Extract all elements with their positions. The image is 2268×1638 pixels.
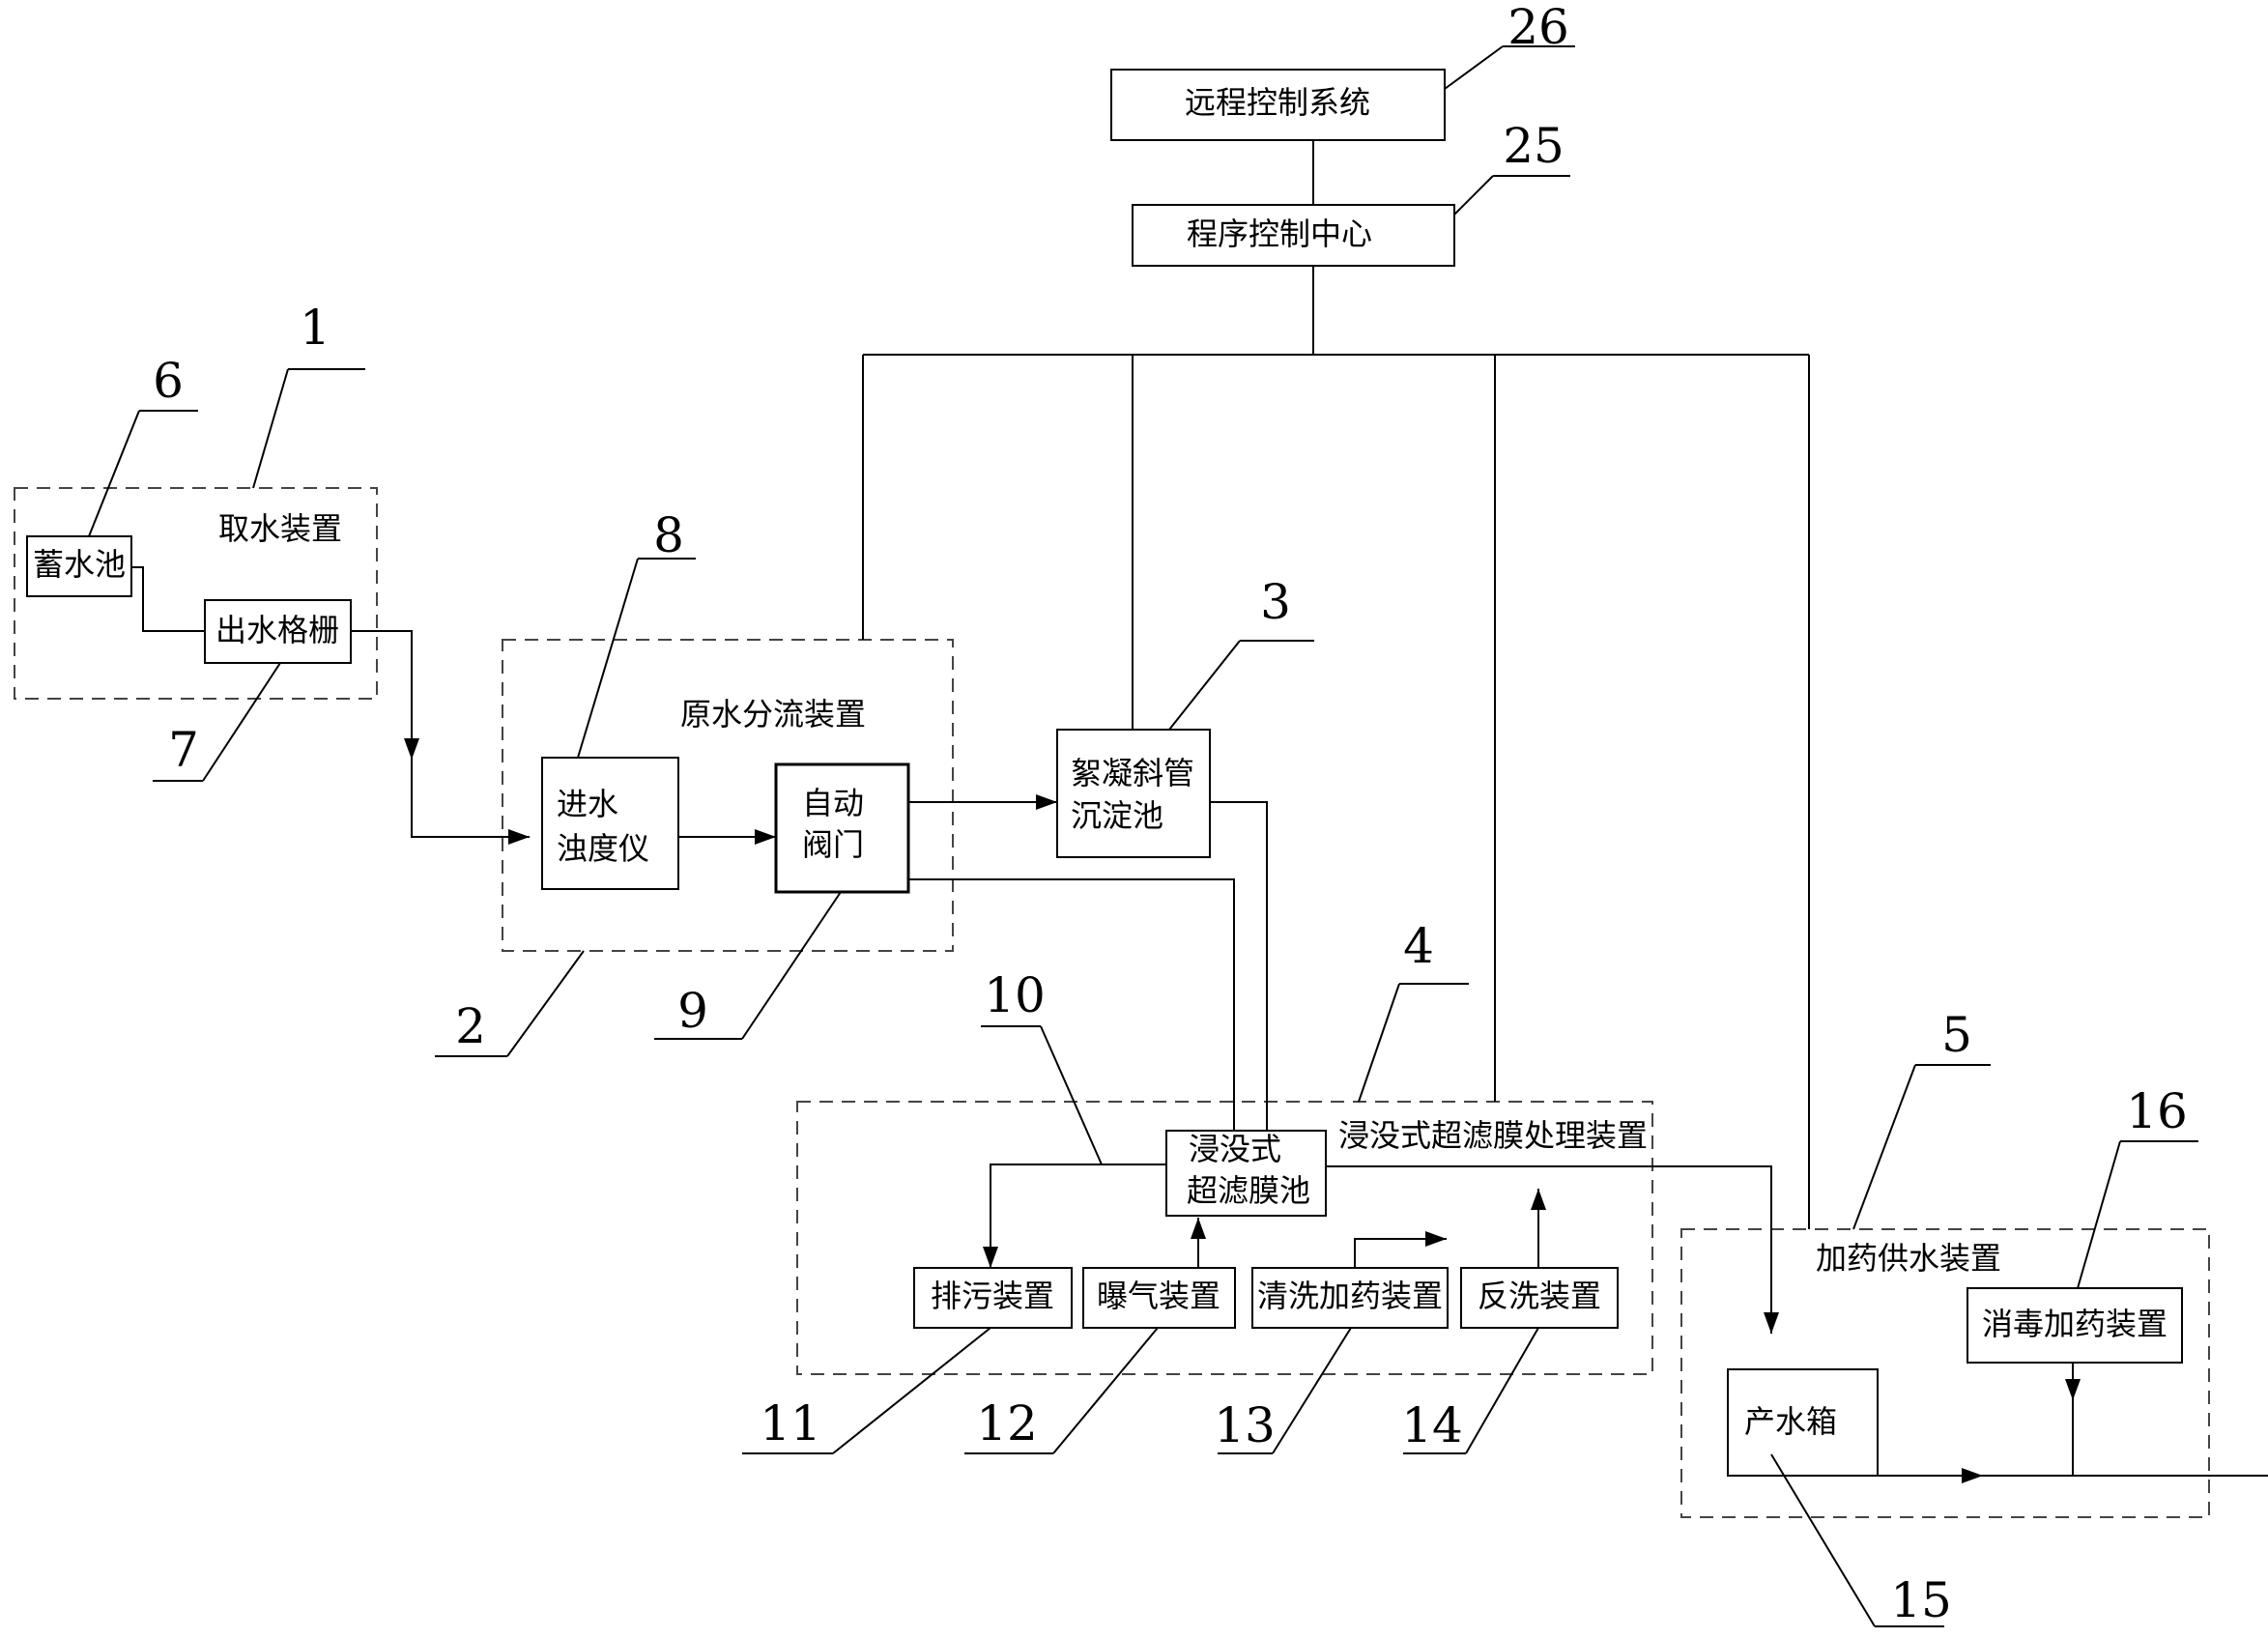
callout-10: 10 [981, 967, 1103, 1165]
callout-14: 14 [1401, 1327, 1539, 1454]
uf-treatment-group-label: 浸没式超滤膜处理装置 [1338, 1117, 1648, 1154]
turbidity-meter-block: 进水 浊度仪 [541, 757, 679, 890]
arrow-up-icon [1531, 1189, 1546, 1210]
flocculation-settling-block: 絮凝斜管 沉淀池 [1056, 729, 1211, 858]
numeral-9: 9 [677, 983, 708, 1039]
arrow-right-icon [1962, 1468, 1983, 1483]
numeral-12: 12 [976, 1395, 1038, 1451]
valve-to-uf-pool-line [908, 878, 1235, 1156]
sewage-label: 排污装置 [931, 1278, 1054, 1314]
raw-split-group-label: 原水分流装置 [680, 696, 866, 733]
callout-9: 9 [654, 891, 842, 1040]
uf-pool-to-product-tank-line [1326, 1165, 1772, 1334]
aeration-device-block: 曝气装置 [1082, 1267, 1236, 1329]
uf-treatment-group-boundary [796, 1101, 1653, 1375]
backwash-label: 反洗装置 [1478, 1278, 1601, 1314]
remote-control-system-block: 远程控制系统 [1110, 69, 1446, 141]
settling-label-line2: 沉淀池 [1071, 797, 1163, 834]
callout-16: 16 [2077, 1083, 2198, 1289]
arrow-down-icon [983, 1247, 998, 1268]
numeral-1: 1 [300, 300, 330, 356]
arrow-up-icon [1191, 1218, 1206, 1239]
callout-4: 4 [1358, 918, 1469, 1103]
arrow-right-icon [508, 829, 530, 845]
cleaning-to-backwash-line [1354, 1238, 1447, 1268]
settling-label-line1: 絮凝斜管 [1071, 755, 1194, 791]
arrow-right-icon [755, 829, 776, 845]
reservoir-block: 蓄水池 [26, 535, 132, 597]
arrow-down-icon [2065, 1379, 2081, 1400]
numeral-2: 2 [455, 998, 486, 1054]
callout-12: 12 [964, 1327, 1159, 1454]
cleaning-dosing-block: 清洗加药装置 [1251, 1267, 1449, 1329]
uf-pool-label-line2: 超滤膜池 [1187, 1172, 1310, 1209]
callout-15: 15 [1770, 1453, 1952, 1628]
settling-to-uf-pool-line [1210, 801, 1268, 1156]
auto-valve-block: 自动 阀门 [774, 762, 910, 894]
intake-group-label: 取水装置 [218, 510, 342, 547]
numeral-3: 3 [1260, 574, 1291, 630]
valve-label-line2: 阀门 [802, 826, 864, 863]
numeral-5: 5 [1941, 1007, 1972, 1063]
reservoir-to-grille-line [131, 566, 205, 632]
turbidity-label-line2: 浊度仪 [557, 830, 649, 867]
outlet-grille-block: 出水格栅 [204, 599, 352, 664]
backwash-device-block: 反洗装置 [1460, 1267, 1619, 1329]
numeral-10: 10 [984, 967, 1046, 1023]
aeration-label: 曝气装置 [1097, 1278, 1220, 1314]
callout-6: 6 [88, 353, 198, 537]
numeral-8: 8 [653, 507, 684, 563]
outlet-grille-label: 出水格栅 [215, 612, 339, 648]
numeral-14: 14 [1401, 1397, 1463, 1453]
numeral-6: 6 [153, 353, 184, 409]
uf-membrane-pool-block: 浸没式 超滤膜池 [1165, 1130, 1327, 1217]
numeral-15: 15 [1890, 1572, 1952, 1628]
callout-8: 8 [577, 507, 696, 759]
raw-split-group-boundary [502, 639, 954, 952]
disinfect-dosing-label: 消毒加药装置 [1982, 1306, 2168, 1342]
sewage-device-block: 排污装置 [913, 1267, 1073, 1329]
turbidity-label-line1: 进水 [557, 786, 618, 822]
program-center-label: 程序控制中心 [1187, 216, 1372, 252]
cleaning-dosing-label: 清洗加药装置 [1257, 1278, 1443, 1314]
callout-2: 2 [435, 950, 585, 1057]
arrow-right-icon [1425, 1231, 1447, 1247]
arrow-right-icon [1036, 794, 1057, 810]
arrow-down-icon [404, 738, 419, 760]
valve-label-line1: 自动 [802, 785, 864, 821]
uf-pool-to-sewage-line [990, 1164, 1166, 1268]
arrow-down-icon [1764, 1312, 1779, 1334]
callout-1: 1 [252, 300, 365, 489]
callout-5: 5 [1852, 1007, 1991, 1230]
numeral-16: 16 [2126, 1083, 2188, 1139]
grille-to-turbidity-line [351, 630, 530, 838]
uf-pool-label-line1: 浸没式 [1189, 1131, 1281, 1167]
numeral-13: 13 [1214, 1397, 1276, 1453]
intake-group-boundary [14, 487, 378, 700]
product-tank-label: 产水箱 [1744, 1403, 1837, 1440]
numeral-25: 25 [1503, 118, 1565, 174]
program-control-center-block: 程序控制中心 [1132, 204, 1455, 267]
callout-25: 25 [1453, 118, 1570, 216]
dosing-supply-group-label: 加药供水装置 [1816, 1240, 2001, 1277]
reservoir-label: 蓄水池 [33, 546, 126, 583]
numeral-26: 26 [1507, 0, 1569, 55]
callout-7: 7 [153, 662, 281, 782]
callout-3: 3 [1168, 574, 1314, 731]
callout-13: 13 [1214, 1327, 1352, 1454]
callout-26: 26 [1444, 0, 1575, 90]
numeral-4: 4 [1403, 918, 1434, 974]
remote-control-label: 远程控制系统 [1185, 84, 1370, 121]
numeral-11: 11 [760, 1395, 821, 1451]
product-water-tank-block: 产水箱 [1727, 1368, 1879, 1477]
callout-11: 11 [742, 1327, 991, 1454]
dosing-supply-group-boundary [1680, 1228, 2210, 1518]
disinfect-dosing-block: 消毒加药装置 [1967, 1287, 2183, 1364]
numeral-7: 7 [168, 722, 199, 778]
